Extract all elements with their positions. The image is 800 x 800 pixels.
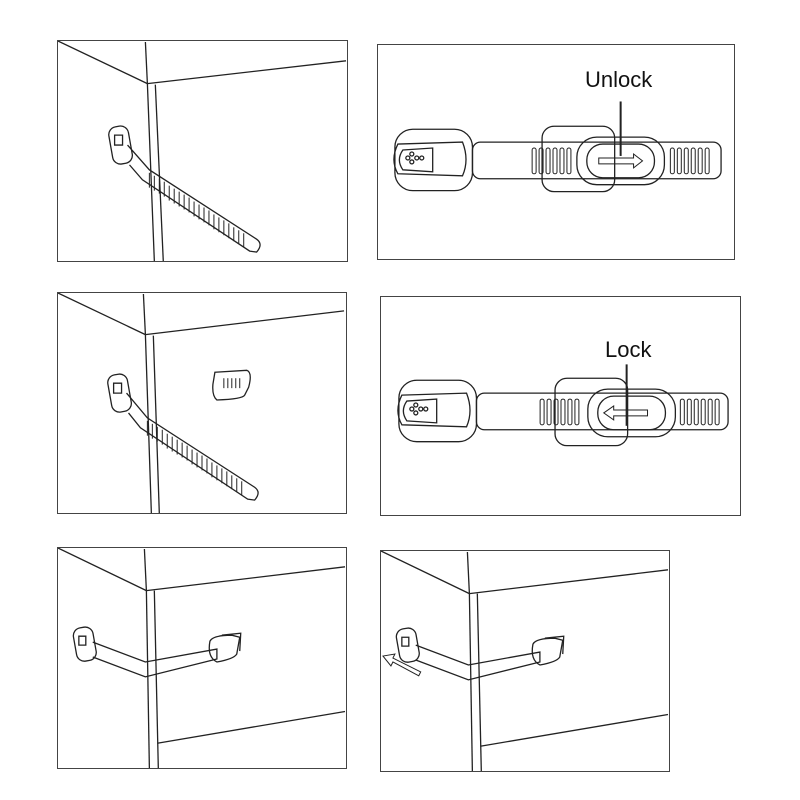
cabinet-strap-loose-illustration bbox=[58, 41, 347, 261]
strap-lock-illustration bbox=[381, 297, 740, 515]
panel-step4-release bbox=[380, 550, 670, 772]
panel-step2-catch-mounted bbox=[57, 292, 347, 514]
panel-unlock-detail: Unlock bbox=[377, 44, 735, 260]
release-arrow-icon bbox=[383, 654, 421, 676]
panel-lock-detail: Lock bbox=[380, 296, 741, 516]
strap-unlock-illustration bbox=[378, 45, 734, 259]
cabinet-release-illustration bbox=[381, 551, 669, 771]
lock-label: Lock bbox=[605, 337, 652, 362]
unlock-label: Unlock bbox=[585, 67, 653, 92]
panel-step1-loose-strap bbox=[57, 40, 348, 262]
cabinet-latched-illustration bbox=[58, 548, 346, 768]
panel-step3-latched bbox=[57, 547, 347, 769]
cabinet-catch-illustration bbox=[58, 293, 346, 513]
